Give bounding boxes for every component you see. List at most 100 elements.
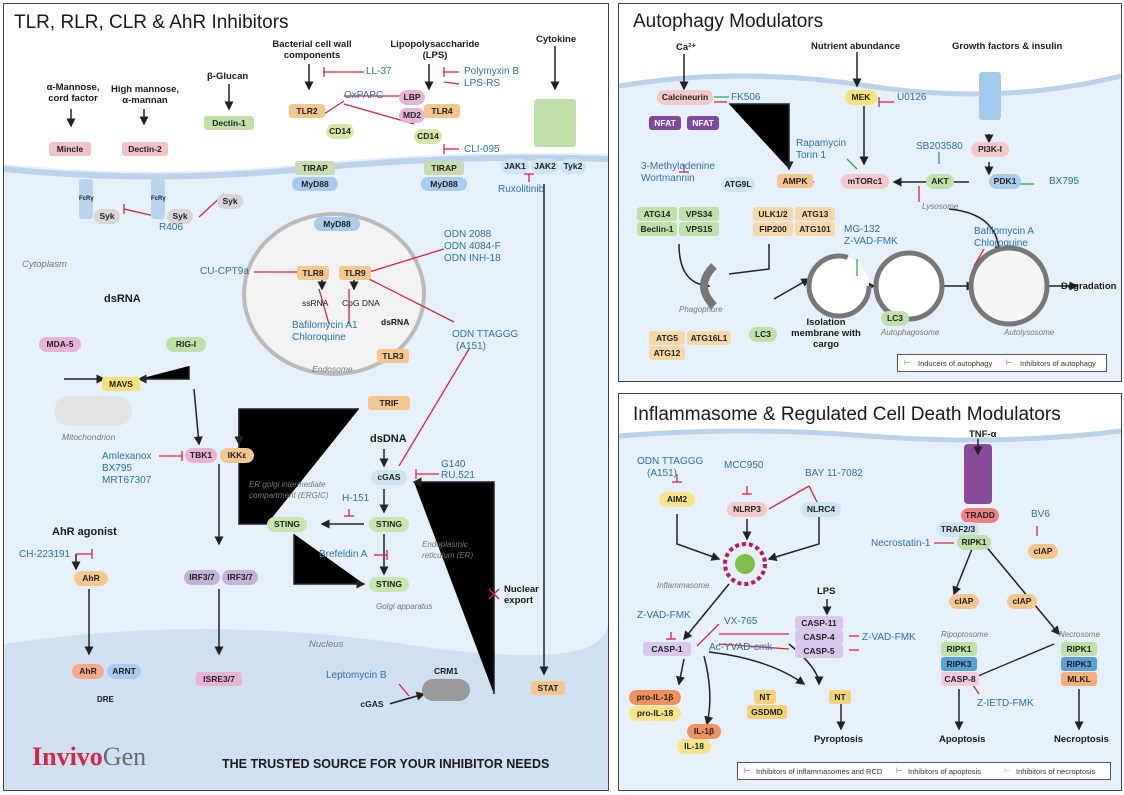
syk-1: Syk [94,209,120,224]
autophagy-panel: Autophagy Modulators Ca²⁺ Nutrient abund… [618,3,1122,382]
gsdmd: GSDMD [747,705,787,719]
crm1-label: CRM1 [434,666,459,676]
fk506-label: FK506 [731,92,761,103]
jak2: JAK2 [531,159,559,174]
amlexanox-label: Amlexanox [102,451,152,462]
high-mannose-label: High mannose, α-mannan [110,84,180,106]
ciap-2: cIAP [949,594,979,609]
u0126-label: U0126 [897,92,927,103]
odn-infl-label: ODN TTAGGG [637,456,704,467]
cytoplasm-label: Cytoplasm [22,259,67,270]
ahr-2: AhR [72,664,104,679]
g140-label: G140 [441,459,466,470]
trif: TRIF [368,396,410,410]
mcc950-label: MCC950 [724,460,764,471]
tlr-panel-title: TLR, RLR, CLR & AhR Inhibitors [14,12,289,33]
mg132-label: MG-132 [844,224,881,235]
atg14: ATG14 [637,207,677,221]
ca-label: Ca²⁺ [676,42,697,53]
r406-label: R406 [159,222,183,233]
n-ripk1: RIPK1 [1061,642,1097,656]
md2: MD2 [399,108,425,123]
dsrna-label: dsRNA [104,293,141,305]
legend-inducers: Inducers of autophagy [918,359,993,368]
nlrc4: NLRC4 [801,502,841,517]
cd14-b: CD14 [414,129,442,144]
tagline: THE TRUSTED SOURCE FOR YOUR INHIBITOR NE… [222,757,550,771]
wortmannin-label: Wortmannin [641,173,695,184]
inflammasome-label: Inflammasome [657,581,710,590]
pro-il1b: pro-IL-1β [629,690,681,705]
odn2088-label: ODN 2088 [444,229,492,240]
lc3-a: LC3 [749,327,777,342]
legend-necroptosis: Inhibitors of necroptosis [1016,767,1096,776]
autophagosome-label: Autophagosome [881,328,940,337]
tradd: TRADD [961,508,999,523]
tlr2-receptor: TLR2 [289,104,325,118]
zvad-2-label: Z-VAD-FMK [862,632,916,643]
lps-label: Lipopolysaccharide (LPS) [390,39,480,61]
ripk1-top: RIPK1 [957,535,991,550]
zvad-auto-label: Z-VAD-FMK [844,236,898,247]
tlr-diagram-graphics [4,46,608,790]
mtorc1: mTORc1 [841,174,889,189]
vps15: VPS15 [679,222,719,236]
necrostatin-label: Necrostatin-1 [871,538,931,549]
ciap-1: cIAP [1028,544,1058,559]
vx765-label: VX-765 [724,616,758,627]
brefeldin-label: Brefeldin A [319,549,368,560]
cytokine-receptor [534,99,576,147]
irf-1: IRF3/7 [184,570,220,585]
oxpapc-label: OxPAPC [344,90,384,101]
nlrp3: NLRP3 [727,502,767,517]
endosome-label: Endosome [312,364,353,374]
tirap-1: TIRAP [295,161,335,175]
autophagy-legend: ⊢ Inducers of autophagy ⊢ Inhibitors of … [897,354,1107,372]
casp4: CASP-4 [795,630,843,644]
fip200: FIP200 [753,222,793,236]
autolysosome-label: Autolysosome [1004,328,1055,337]
sting-3: STING [369,577,409,592]
atg12: ATG12 [649,346,685,360]
ahr-agonist-label: AhR agonist [52,526,117,538]
h151-label: H-151 [342,493,370,504]
pi3k: PI3K-I [971,142,1009,157]
vps34: VPS34 [679,207,719,221]
casp1: CASP-1 [643,642,691,656]
ruxolitinib-label: Ruxolitinib [498,184,545,195]
ahr-1: AhR [74,571,108,586]
ll37-label: LL-37 [366,66,392,77]
ciap-3: cIAP [1007,594,1037,609]
arnt: ARNT [107,664,141,679]
cytokine-label: Cytokine [536,34,577,45]
nutrient-label: Nutrient abundance [811,41,901,52]
isre37: ISRE3/7 [196,672,242,686]
tnf-label: TNF-α [969,429,997,440]
mrt67307-label: MRT67307 [102,475,152,486]
bay-label: BAY 11-7082 [805,468,863,479]
nucleus-label: Nucleus [309,639,344,650]
rapamycin-label: Rapamycin [796,138,847,149]
nfat-1: NFAT [649,116,681,130]
pdk1: PDK1 [989,174,1021,189]
mavs: MAVS [102,377,140,391]
jak1: JAK1 [501,159,529,174]
cucpt9a-label: CU-CPT9a [200,266,249,277]
akt: AKT [926,174,954,189]
myd88-b: MyD88 [421,177,467,191]
ikke: IKKε [220,448,254,463]
atg5: ATG5 [649,331,685,345]
odn-ttaggg-label: ODN TTAGGG [452,329,519,340]
legend-inhibitors: Inhibitors of autophagy [1020,359,1096,368]
ampk: AMPK [777,174,813,188]
isolation-label: Isolation membrane with cargo [791,317,861,350]
tirap-2: TIRAP [424,161,464,175]
legend-apoptosis: Inhibitors of apoptosis [908,767,981,776]
myd88-c: MyD88 [314,217,360,231]
ergic-label: ER golgi intermediate compartment (ERGIC… [249,480,329,500]
legend-infl: Inhibitors of inflammasomes and RCD [756,767,883,776]
cd14-a: CD14 [326,124,354,139]
a151-infl-label: (A151) [647,468,678,479]
pyroptosis-label: Pyroptosis [814,734,864,745]
autophagy-title: Autophagy Modulators [633,11,824,32]
